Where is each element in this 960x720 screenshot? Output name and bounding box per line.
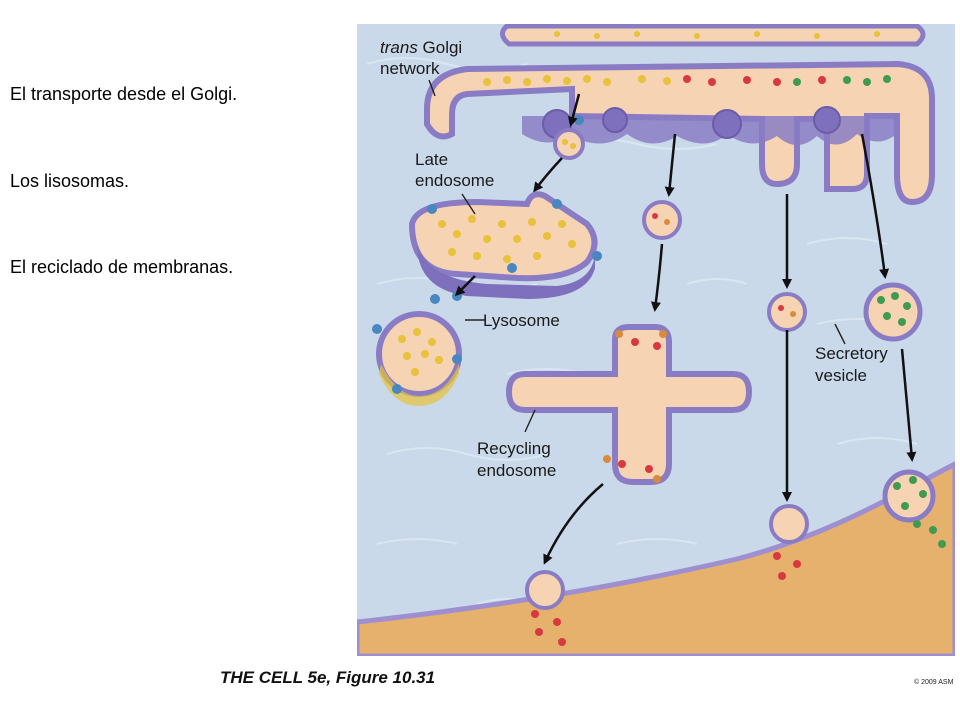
arrow-tgn-to-secretory-vesicle <box>860 133 890 279</box>
released-cargo-recycling <box>531 610 566 646</box>
arrow-vesicle-to-late-endosome <box>533 157 563 193</box>
arrow-late-endosome-to-lysosome <box>454 275 476 297</box>
label-recycling-line2: endosome <box>477 461 556 480</box>
released-cargo-constitutive <box>773 552 801 580</box>
recycling-endosome <box>505 324 753 485</box>
secretory-vesicle-cargo <box>877 292 911 326</box>
arrow-tgn-to-vesicle <box>567 93 581 127</box>
label-secretory-line2: vesicle <box>815 366 867 385</box>
arrow-secretory-to-membrane <box>900 348 917 462</box>
late-endosome <box>408 191 598 282</box>
arrow-recycling-to-membrane <box>543 483 604 565</box>
late-endosome-cargo <box>438 215 576 263</box>
label-late-endosome-line2: endosome <box>415 171 494 190</box>
svg-text:trans Golgi: trans Golgi <box>380 38 462 57</box>
recycling-vesicle <box>642 200 682 240</box>
exocytosis-constitutive-event <box>769 504 809 544</box>
label-tgn-golgi: Golgi <box>418 38 462 57</box>
label-lysosome: Lysosome <box>483 311 560 330</box>
recycling-vesicle-cargo <box>652 213 670 225</box>
bullet-membrane-recycling: El reciclado de membranas. <box>10 257 234 277</box>
bullet-lysosomes: Los lisosomas. <box>10 171 130 191</box>
arrow-tgn-to-recycling-vesicle <box>664 133 677 197</box>
label-leaders <box>428 79 846 433</box>
late-endosome-base <box>417 244 595 299</box>
lysosome-receptors <box>372 291 462 394</box>
transport-arrows <box>454 93 917 565</box>
recycling-endosome-cargo <box>603 330 667 483</box>
arrow-vesicle-to-recycling-endosome <box>650 243 664 312</box>
constitutive-vesicle <box>767 292 807 332</box>
trans-golgi-network <box>424 60 935 206</box>
label-late-endosome-line1: Late <box>415 150 448 169</box>
lysosome <box>376 311 462 397</box>
label-recycling-line1: Recycling <box>477 439 551 458</box>
figure-caption: THE CELL 5e, Figure 10.31 <box>220 668 436 687</box>
constitutive-vesicle-cargo <box>778 305 796 317</box>
label-tgn-network: network <box>380 59 440 78</box>
lysosome-cargo <box>398 328 443 376</box>
label-secretory-line1: Secretory <box>815 344 888 363</box>
bullet-golgi-transport: El transporte desde el Golgi. <box>10 84 238 104</box>
lysosomal-vesicle-cargo <box>562 139 576 149</box>
golgi-transport-figure: trans Golgi network Late endosome Lysoso… <box>357 24 955 656</box>
lysosome-rim <box>379 364 459 406</box>
copyright-notice: © 2009 ASM <box>914 679 954 686</box>
tgn-cargo <box>483 31 891 86</box>
released-cargo-secretory <box>893 476 946 548</box>
label-tgn-italic: trans <box>380 38 418 57</box>
golgi-cisterna-top <box>500 24 926 47</box>
golgi-budding-vesicles <box>542 106 841 139</box>
lysosomal-vesicle <box>553 128 585 160</box>
exocytosis-recycling-event <box>525 570 565 610</box>
